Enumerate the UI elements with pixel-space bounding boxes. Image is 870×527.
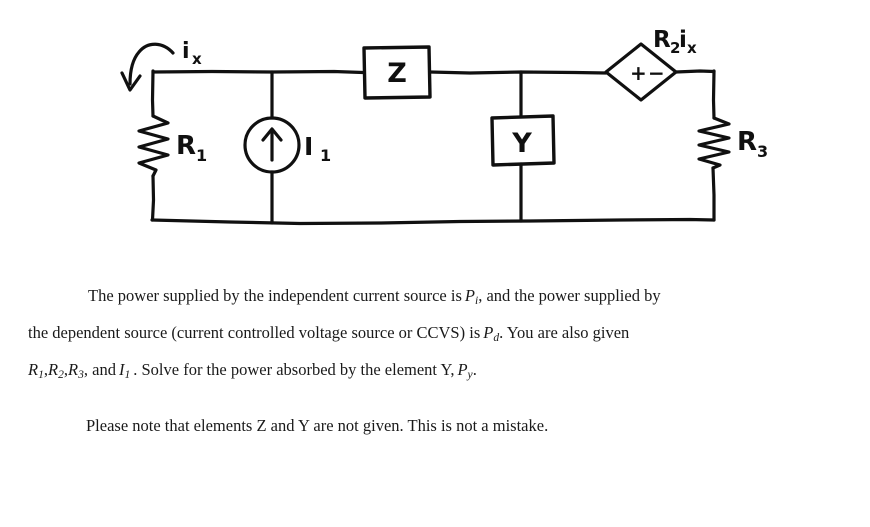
p3-symbol-R1-sub: 1: [38, 369, 44, 382]
svg-text:3: 3: [757, 142, 768, 161]
dependent-source-plus: +: [630, 61, 647, 85]
current-arrow-ix-label: i x: [182, 39, 202, 68]
element-y-label: Y: [511, 128, 532, 159]
svg-text:1: 1: [196, 146, 207, 165]
wire-right-upper: [711, 69, 716, 120]
wire-top-right: [674, 69, 716, 74]
wire-left-upper: [150, 69, 155, 118]
p3-symbol-I-sub: 1: [124, 369, 131, 382]
p2-text-a: the dependent source (current controlled…: [28, 323, 481, 343]
p3-symbol-R2: R: [48, 360, 59, 380]
p3-symbol-R3: R: [68, 360, 79, 380]
wire-top-middle: [428, 70, 608, 75]
p1-symbol-P: P: [464, 286, 475, 305]
p3-comma-1: ,: [43, 360, 48, 380]
p3-symbol-Py: P: [457, 360, 468, 380]
problem-statement: The power supplied by the independent cu…: [0, 280, 870, 441]
p1-text-a: The power supplied by the independent cu…: [88, 286, 462, 305]
svg-text:2: 2: [670, 39, 680, 57]
resistor-r1-symbol: [137, 114, 170, 178]
p3-period: .: [472, 360, 477, 380]
svg-text:i: i: [182, 39, 190, 64]
resistor-r1-label: R 1: [176, 131, 207, 165]
element-z-box: [362, 45, 432, 100]
svg-text:R: R: [737, 127, 757, 157]
p3-symbol-R3-sub: 3: [78, 369, 84, 382]
svg-text:R: R: [176, 131, 196, 161]
p1-symbol-P-sub: i: [474, 295, 479, 308]
current-arrow-ix-head: [120, 71, 142, 92]
svg-text:1: 1: [320, 146, 331, 165]
circuit-figure: .wire { fill: none; stroke: #101010; str…: [120, 27, 768, 226]
problem-paragraph-2: the dependent source (current controlled…: [28, 317, 842, 354]
p2-symbol-P: P: [483, 323, 494, 343]
svg-text:R: R: [653, 27, 671, 53]
element-y-box: [490, 114, 556, 167]
problem-note: Please note that elements Z and Y are no…: [86, 415, 549, 435]
p3-symbol-I: I: [118, 360, 125, 380]
p3-and: , and: [83, 360, 116, 380]
svg-text:i: i: [679, 27, 687, 53]
svg-text:x: x: [192, 50, 202, 68]
p1-text-b: , and the power supplied by: [478, 286, 661, 305]
current-arrow-ix-curve: [128, 42, 175, 86]
element-z-label: Z: [387, 58, 407, 89]
svg-text:Ⅰ: Ⅰ: [304, 132, 313, 161]
p2-symbol-P-sub: d: [493, 332, 500, 345]
p3-comma-2: ,: [63, 360, 68, 380]
wire-right-lower: [711, 166, 716, 222]
current-source-label: Ⅰ 1: [304, 132, 331, 165]
p3-symbol-R2-sub: 2: [58, 369, 64, 382]
problem-paragraph-1: The power supplied by the independent cu…: [28, 280, 842, 317]
dependent-source-diamond: [604, 42, 678, 102]
svg-text:x: x: [687, 39, 697, 57]
wire-top-left: [151, 69, 365, 75]
p3-symbol-Py-sub: y: [467, 369, 473, 382]
p3-symbol-R1: R: [28, 360, 39, 380]
resistor-r3-label: R 3: [737, 127, 768, 161]
resistor-r3-symbol: [697, 116, 731, 170]
p3-text-a: . Solve for the power absorbed by the el…: [133, 360, 455, 380]
wire-bottom: [150, 217, 716, 226]
wire-left-lower: [150, 174, 156, 222]
dependent-source-minus: −: [648, 61, 665, 85]
p2-text-b: . You are also given: [499, 323, 630, 343]
current-source-arrow-head: [261, 127, 283, 142]
circuit-schematic-svg: .wire { fill: none; stroke: #101010; str…: [120, 27, 768, 226]
dependent-source-label: R 2 i x: [653, 27, 697, 57]
